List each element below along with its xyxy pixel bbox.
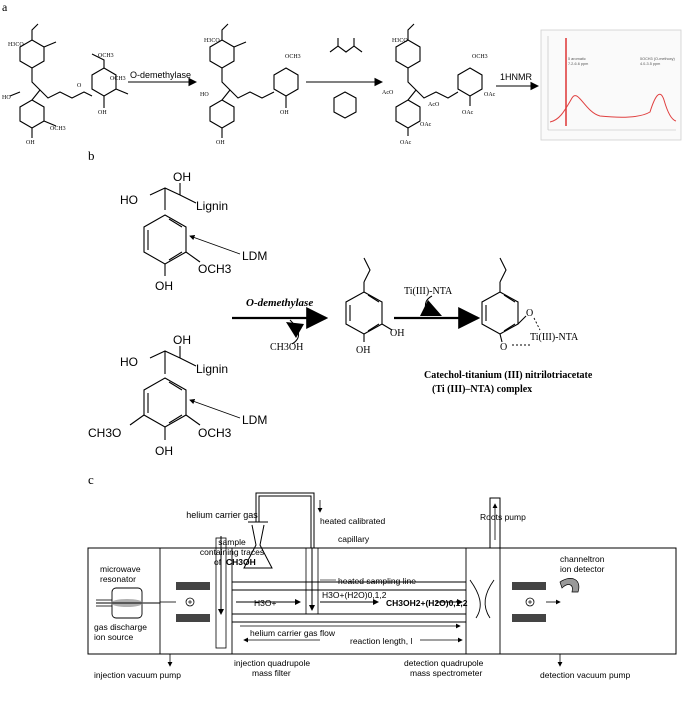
sift-ms-apparatus	[87, 492, 677, 667]
panel-label-b: b	[88, 148, 95, 163]
spectrum-peak2-range: 4.0-3.5 ppm	[640, 62, 660, 66]
group-aco-1: AcO	[382, 90, 394, 96]
b-oh-bottom: OH	[173, 333, 191, 347]
group-o: O	[77, 83, 82, 89]
spectrum-peak1-range: 7.2-6.6 ppm	[568, 62, 588, 66]
b-oh-phenol-top: OH	[155, 279, 173, 293]
group-och3-c: OCH3	[110, 76, 126, 82]
c-sample-3-formula: CH3OH	[226, 557, 256, 567]
group-h3co-3: H3CO	[392, 38, 408, 44]
b-reagent: Ti(III)-NTA	[404, 286, 453, 297]
catechol-oh-2: OH	[356, 345, 370, 356]
group-och3-2: OCH3	[285, 54, 301, 60]
spectrum-peak1: δ aromatic	[568, 57, 586, 61]
group-oac-1: OAc	[400, 140, 412, 146]
group-oac-4: OAc	[462, 110, 474, 116]
catechol-product: OH OH	[345, 257, 404, 356]
b-lignin-top: Lignin	[196, 199, 228, 213]
c-detection-pump: detection vacuum pump	[540, 670, 631, 680]
curved-arrow-reagent	[420, 300, 442, 316]
b-byproduct: CH3OH	[270, 342, 303, 353]
c-sample-1: sample	[218, 537, 246, 547]
c-detection-quad-2: mass spectrometer	[410, 668, 482, 678]
lignin-structure-2: H3CO OCH3 OH OH HO	[200, 23, 301, 146]
panel-label-a: a	[2, 0, 8, 14]
pyridine	[333, 91, 357, 119]
b-och3-bottom: OCH3	[198, 426, 232, 440]
c-microwave-1: microwave	[100, 564, 141, 574]
c-channeltron-2: ion detector	[560, 564, 605, 574]
b-ho-top: HO	[120, 193, 138, 207]
group-oh-b: OH	[98, 110, 107, 116]
b-ldm-bottom: LDM	[242, 413, 267, 427]
b-oh-top: OH	[173, 170, 191, 184]
catechol-oh-1: OH	[390, 328, 404, 339]
c-injection-filter-2: mass filter	[252, 668, 291, 678]
c-heated-capillary-1: heated calibrated	[320, 516, 385, 526]
b-enzyme-label: O-demethylase	[246, 297, 313, 309]
group-och3-b: OCH3	[50, 126, 66, 132]
complex-ti-label: Ti(III)-NTA	[530, 332, 579, 343]
group-och3-3: OCH3	[472, 54, 488, 60]
c-detection-quad-1: detection quadrupole	[404, 658, 484, 668]
label-o-demethylase-a: O-demethylase	[130, 70, 191, 80]
c-microwave-2: resonator	[100, 574, 136, 584]
group-oh-2: OH	[216, 140, 225, 146]
b-oh-phenol-bottom: OH	[155, 444, 173, 458]
lignin-structure-1: H3CO OCH3 HO OH OCH3 OH OCH3 O	[2, 23, 129, 146]
b-product-line2: (Ti (III)–NTA) complex	[432, 384, 532, 395]
group-ho-2: HO	[200, 92, 209, 98]
c-reaction-length: reaction length, l	[350, 636, 412, 646]
c-gas-discharge-1: gas discharge	[94, 622, 147, 632]
c-ch3oh-clusters: CH3OH2+(H2O)0,1,2	[386, 598, 468, 608]
spectrum-peak2: δOCH3 (O-methoxy)	[640, 57, 676, 61]
group-ho: HO	[2, 95, 11, 101]
b-product-line1: Catechol-titanium (III) nitrilotriacetat…	[424, 370, 593, 381]
c-helium-carrier-text: helium carrier gas	[186, 510, 258, 520]
b-ho-bottom: HO	[120, 355, 138, 369]
acetic-anhydride	[329, 38, 363, 53]
c-sample-2: containing traces	[200, 547, 264, 557]
guaiacyl-unit: OH HO Lignin LDM OCH3 OH	[120, 170, 267, 293]
c-gas-discharge-2: ion source	[94, 632, 133, 642]
c-injection-pump: injection vacuum pump	[94, 670, 181, 680]
group-oh: OH	[26, 140, 35, 146]
b-ldm-top: LDM	[242, 249, 267, 263]
c-h3o-clusters: H3O+(H2O)0,1,2	[322, 590, 387, 600]
complex-o-1: O	[526, 308, 533, 319]
group-aco-2: AcO	[428, 102, 440, 108]
c-heated-capillary-2: capillary	[338, 534, 370, 544]
titanium-complex: O O Ti(III)-NTA	[481, 257, 579, 353]
c-roots-pump: Roots pump	[480, 512, 526, 522]
c-channeltron-1: channeltron	[560, 554, 605, 564]
c-injection-filter-1: injection quadrupole	[234, 658, 310, 668]
b-lignin-bottom: Lignin	[196, 362, 228, 376]
syringyl-unit: OH HO Lignin LDM OCH3 CH3O OH	[88, 333, 267, 458]
panel-label-c: c	[88, 472, 94, 487]
group-oac-3: OAc	[484, 92, 496, 98]
group-h3co: H3CO	[8, 42, 24, 48]
group-och3: OCH3	[98, 53, 114, 59]
c-sample-3-prefix: of	[214, 557, 222, 567]
c-helium-flow: helium carrier gas flow	[250, 628, 336, 638]
label-hnmr: 1HNMR	[500, 72, 533, 82]
c-helium-carrier: helium carrier gas	[186, 510, 258, 520]
group-h3co-2: H3CO	[204, 38, 220, 44]
c-heated-sampling-line: heated sampling line	[338, 576, 416, 586]
complex-o-2: O	[500, 342, 507, 353]
b-ch3o-bottom: CH3O	[88, 426, 121, 440]
b-och3-top: OCH3	[198, 262, 232, 276]
curved-arrow-byproduct	[286, 322, 304, 338]
c-h3o: H3O+	[254, 598, 276, 608]
lignin-structure-acetylated: H3CO OCH3 OAc OAc OAc OAc AcO AcO	[382, 23, 496, 146]
spectrum-trace	[549, 93, 677, 123]
group-oh-3: OH	[280, 110, 289, 116]
nmr-spectrum: δ aromatic 7.2-6.6 ppm δOCH3 (O-methoxy)…	[540, 29, 682, 141]
group-oac-2: OAc	[420, 122, 432, 128]
